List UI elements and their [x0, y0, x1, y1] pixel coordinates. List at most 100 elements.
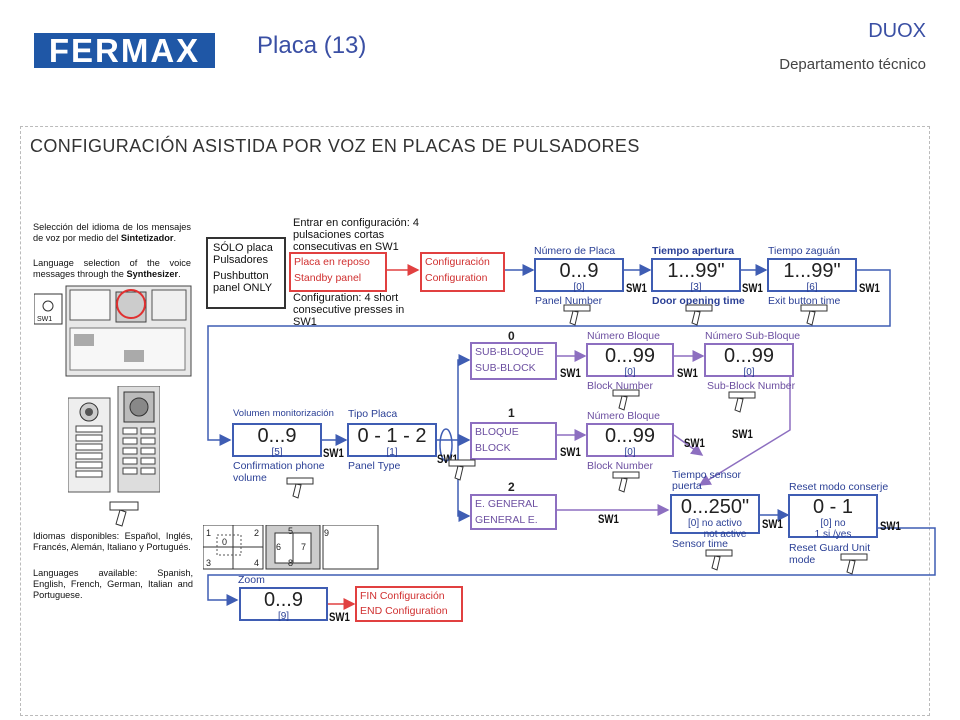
zoom-box: 0...9 [9]	[239, 587, 328, 622]
press-finger-icon	[612, 389, 640, 411]
exit-time-default: [6]	[806, 282, 818, 293]
end-es: FIN Configuración	[360, 590, 445, 602]
general-en: GENERAL E.	[475, 514, 538, 526]
zoom-cell-5: 5	[288, 526, 294, 536]
zoom-default: [9]	[277, 611, 290, 622]
press-finger-icon	[612, 471, 640, 493]
only-panel-es-2: Pulsadores	[213, 254, 269, 266]
block-number-1-box: 0...99 [0]	[586, 423, 674, 458]
sidebar-text-es-2: Idiomas disponibles: Español, Inglés, Fr…	[33, 531, 193, 552]
sw1-label: SW1	[762, 517, 783, 531]
subblock-box: SUB-BLOQUE SUB-BLOCK	[470, 342, 557, 380]
sidebar-text-en-2: Languages available: Spanish, English, F…	[33, 568, 193, 600]
volume-range: 0...9	[257, 425, 297, 447]
zoom-cell-4: 4	[254, 558, 260, 568]
zoom-grid-illustration	[203, 525, 379, 570]
block-number-0-default: [0]	[624, 367, 636, 378]
door-time-label-es: Tiempo apertura	[652, 245, 735, 257]
button-panel-illustration	[68, 386, 160, 493]
volume-default: [5]	[271, 447, 283, 458]
zoom-cell-6: 6	[276, 542, 282, 552]
volume-label-es: Volumen monitorización	[233, 408, 334, 419]
zoom-cell-2: 2	[254, 528, 260, 538]
subblock-number-label-es: Número Sub-Bloque	[705, 330, 801, 342]
reset-default-1: [0] no	[820, 518, 846, 529]
zoom-cell-1: 1	[206, 528, 212, 538]
fermax-logo: FERMAX	[34, 33, 215, 68]
subblock-es: SUB-BLOQUE	[475, 346, 544, 358]
sw1-label: SW1	[323, 446, 344, 460]
sidebar-text-es-1: Selección del idioma de los mensajes de …	[33, 222, 191, 243]
zoom-cell-0: 0	[222, 537, 228, 547]
panel-type-label-es: Tipo Placa	[348, 408, 398, 420]
exit-time-label-en: Exit button time	[768, 295, 841, 307]
sensor-label-en: Sensor time	[672, 538, 729, 550]
only-panel-en-1: Pushbutton	[213, 270, 269, 282]
zoom-cell-7: 7	[301, 542, 307, 552]
volume-label-en-1: Confirmation phone	[233, 460, 325, 472]
press-finger-icon	[840, 553, 868, 575]
panel-type-label-en: Panel Type	[348, 460, 401, 472]
volume-box: 0...9 [5]	[232, 423, 322, 458]
block-number-0-label-en: Block Number	[587, 380, 653, 392]
press-finger-icon	[728, 391, 756, 413]
block-number-0-range: 0...99	[604, 345, 656, 367]
zoom-cell-9: 9	[324, 528, 330, 538]
zoom-range: 0...9	[264, 589, 303, 611]
volume-label-en-2: volume	[233, 472, 267, 484]
block-number-0-label-es: Número Bloque	[587, 330, 660, 342]
zoom-cell-3: 3	[206, 558, 212, 568]
door-time-label-en: Door opening time	[652, 295, 745, 307]
branch-1-label: 1	[508, 406, 515, 420]
circuit-board-illustration	[34, 285, 192, 377]
sensor-range: 0...250"	[680, 496, 750, 518]
reset-label-en-2: mode	[789, 554, 816, 566]
sw1-label: SW1	[626, 281, 647, 295]
zoom-cell-8: 8	[288, 558, 294, 568]
zoom-label: Zoom	[238, 574, 265, 586]
block-en: BLOCK	[475, 442, 511, 454]
block-es: BLOQUE	[475, 426, 519, 438]
block-number-1-range: 0...99	[604, 425, 656, 447]
general-es: E. GENERAL	[475, 498, 539, 510]
configuration-es: Configuración	[425, 256, 490, 268]
sw1-label: SW1	[684, 436, 705, 450]
configuration-en: Configuration	[425, 272, 488, 284]
section-title: CONFIGURACIÓN ASISTIDA POR VOZ EN PLACAS…	[30, 136, 640, 156]
end-en: END Configuration	[360, 605, 448, 617]
sw1-label: SW1	[329, 610, 350, 624]
reset-label-es: Reset modo conserje	[789, 481, 889, 493]
panel-number-default: [0]	[573, 282, 585, 293]
sensor-default-2: not active	[703, 529, 747, 540]
standby-panel-box: Placa en reposo Standby panel	[289, 252, 387, 292]
press-finger-icon	[685, 304, 713, 326]
sensor-label-es-2: puerta	[672, 480, 702, 492]
department-label: Departamento técnico	[779, 56, 926, 73]
sw1-label: SW1	[732, 427, 753, 441]
reset-guard-box: 0 - 1 [0] no 1 si /yes	[788, 494, 878, 540]
press-finger-icon	[800, 304, 828, 326]
standby-es: Placa en reposo	[294, 256, 370, 268]
subblock-number-default: [0]	[743, 367, 755, 378]
panel-number-range: 0...9	[559, 260, 599, 282]
reset-default-2: 1 si /yes	[814, 529, 852, 540]
sw1-label: SW1	[742, 281, 763, 295]
brand-label: DUOX	[868, 20, 926, 42]
page-title: Placa (13)	[257, 32, 367, 59]
block-number-1-label-en: Block Number	[587, 460, 653, 472]
sensor-label-es-1: Tiempo sensor	[672, 469, 742, 481]
sw1-label: SW1	[560, 445, 581, 459]
enter-config-es: Entrar en configuración: 4 pulsaciones c…	[293, 217, 419, 253]
subblock-number-box: 0...99 [0]	[704, 343, 794, 378]
subblock-number-label-en: Sub-Block Number	[707, 380, 796, 392]
sw1-label-small: SW1	[37, 316, 53, 323]
block-number-1-default: [0]	[624, 447, 636, 458]
exit-time-label-es: Tiempo zaguán	[768, 245, 840, 257]
exit-time-box: 1...99" [6]	[767, 258, 857, 293]
branch-2-label: 2	[508, 480, 515, 494]
general-entrance-box: E. GENERAL GENERAL E.	[470, 494, 557, 530]
sw1-label: SW1	[859, 281, 880, 295]
press-finger-icon	[286, 477, 314, 499]
configuration-box: Configuración Configuration	[420, 252, 505, 292]
